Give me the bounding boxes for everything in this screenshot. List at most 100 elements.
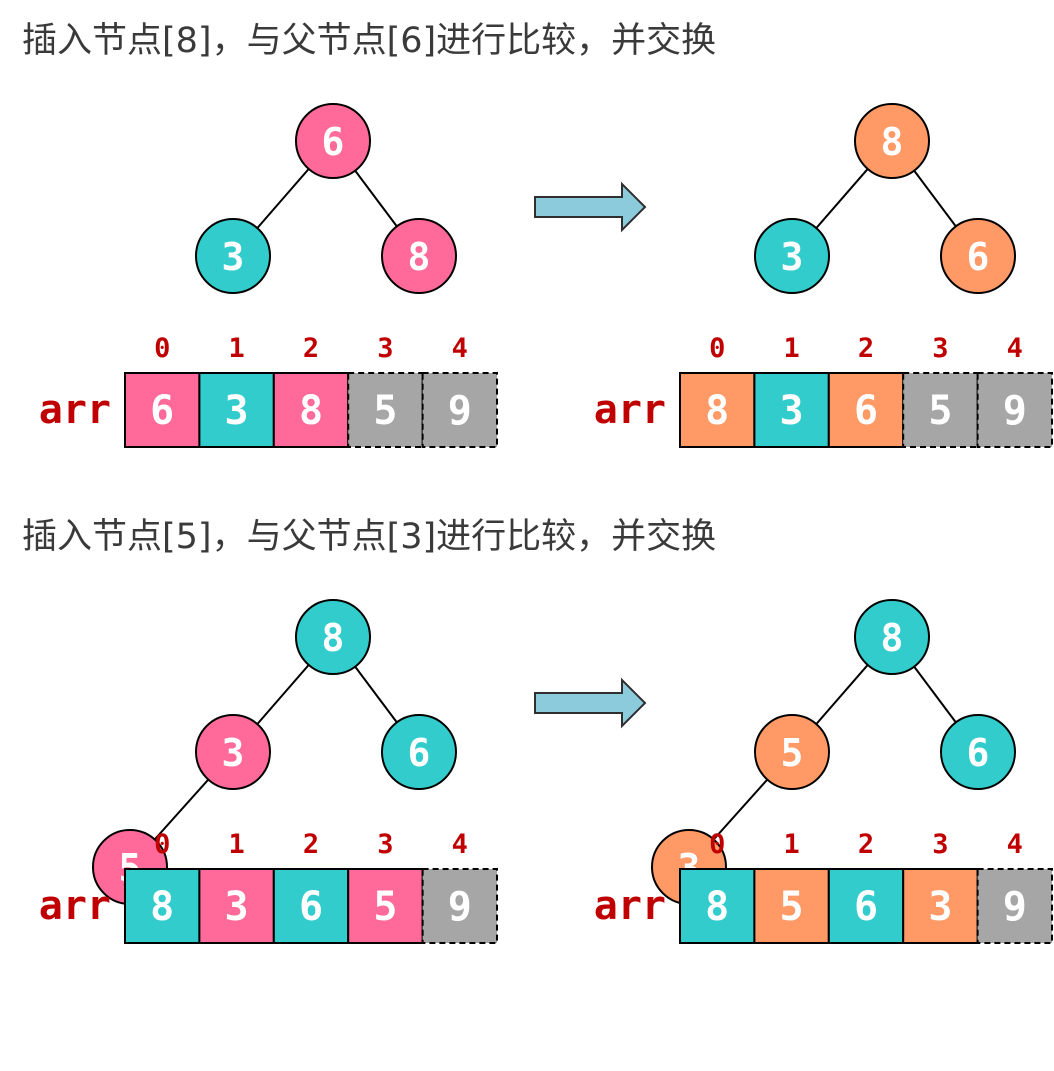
array-cell — [198, 868, 275, 944]
tree-node — [854, 103, 930, 179]
array-cell — [272, 372, 350, 448]
tree-node-value: 3 — [222, 235, 245, 279]
tree-node — [940, 714, 1016, 790]
array-cell-value: 3 — [225, 388, 249, 434]
array-index: 0 — [154, 333, 170, 364]
array-cell — [902, 372, 979, 448]
tree-node — [295, 103, 371, 179]
array-cell-value: 5 — [373, 388, 397, 434]
array-cell-value: 9 — [448, 884, 472, 930]
array-cell — [421, 868, 499, 944]
tree-node-value: 5 — [781, 731, 804, 775]
array-cell — [679, 372, 756, 448]
array-cell — [976, 372, 1053, 448]
array-cell-value: 9 — [1003, 388, 1027, 434]
array-index: 1 — [783, 829, 799, 860]
array-index: 1 — [228, 333, 244, 364]
array-after: arr 0 1 2 3 4 8 3 6 5 9 — [594, 333, 1053, 448]
array-cell-value: 8 — [150, 884, 174, 930]
array-cell — [347, 868, 424, 944]
array-cell-value: 6 — [854, 884, 878, 930]
array-label: arr — [594, 883, 666, 929]
panel-2: 83658563arr0123483659arr0123485639 — [39, 599, 1053, 944]
array-cell-value: 5 — [780, 884, 804, 930]
tree-node — [381, 714, 457, 790]
array-cell — [124, 372, 201, 448]
array-index: 3 — [932, 829, 948, 860]
array-cell-value: 5 — [373, 884, 397, 930]
tree-node — [381, 218, 457, 294]
array-cell — [198, 372, 275, 448]
tree-node-value: 6 — [967, 235, 990, 279]
step-caption-2: 插入节点[5]，与父节点[3]进行比较，并交换 — [22, 517, 717, 557]
array-index: 3 — [932, 333, 948, 364]
array-cell-value: 5 — [928, 388, 952, 434]
array-cell — [827, 372, 905, 448]
tree-node — [754, 218, 830, 294]
array-index: 3 — [377, 333, 393, 364]
transition-arrow — [534, 677, 647, 729]
array-index: 0 — [709, 333, 725, 364]
array-cell-value: 6 — [299, 884, 323, 930]
array-index: 2 — [303, 333, 319, 364]
tree-node-value: 6 — [322, 120, 345, 164]
array-cell-value: 3 — [780, 388, 804, 434]
array-cell-value: 6 — [854, 388, 878, 434]
tree-node-value: 8 — [881, 616, 904, 660]
array-cell-value: 3 — [928, 884, 952, 930]
array-cell — [347, 372, 424, 448]
tree-node-value: 3 — [781, 235, 804, 279]
array-index: 1 — [228, 829, 244, 860]
tree-node-value: 8 — [881, 120, 904, 164]
array-label: arr — [39, 387, 111, 433]
array-index: 4 — [1007, 333, 1023, 364]
array-cell-value: 8 — [299, 388, 323, 434]
tree-node — [754, 714, 830, 790]
tree-node — [195, 218, 271, 294]
array-index: 4 — [452, 333, 468, 364]
array-cell-value: 8 — [705, 884, 729, 930]
tree-after: 8 3 6 — [754, 103, 1016, 294]
tree-node-value: 8 — [322, 616, 345, 660]
tree-node-value: 6 — [408, 731, 431, 775]
array-index: 1 — [783, 333, 799, 364]
array-label: arr — [594, 387, 666, 433]
array-cell-value: 9 — [1003, 884, 1027, 930]
array-index: 3 — [377, 829, 393, 860]
array-after: arr 0 1 2 3 4 8 5 6 3 9 — [594, 829, 1053, 944]
array-label: arr — [39, 883, 111, 929]
array-cell — [976, 868, 1053, 944]
array-cell-value: 3 — [225, 884, 249, 930]
tree-node-value: 6 — [967, 731, 990, 775]
array-index: 4 — [452, 829, 468, 860]
step-caption-1: 插入节点[8]，与父节点[6]进行比较，并交换 — [22, 21, 717, 61]
array-cell — [902, 868, 979, 944]
array-index: 2 — [303, 829, 319, 860]
array-index: 0 — [154, 829, 170, 860]
array-before: arr 0 1 2 3 4 6 3 8 5 9 — [39, 333, 499, 448]
tree-node — [854, 599, 930, 675]
array-before: arr 0 1 2 3 4 8 3 6 5 9 — [39, 829, 499, 944]
tree-node — [195, 714, 271, 790]
array-index: 2 — [858, 829, 874, 860]
array-cell — [421, 372, 499, 448]
array-cell — [679, 868, 756, 944]
tree-node — [295, 599, 371, 675]
tree-node — [940, 218, 1016, 294]
transition-arrow — [534, 181, 647, 233]
array-cell-value: 6 — [150, 388, 174, 434]
array-index: 2 — [858, 333, 874, 364]
array-cell-value: 8 — [705, 388, 729, 434]
tree-node-value: 3 — [222, 731, 245, 775]
array-cell-value: 9 — [448, 388, 472, 434]
array-cell — [272, 868, 350, 944]
array-index: 4 — [1007, 829, 1023, 860]
array-cell — [124, 868, 201, 944]
array-index: 0 — [709, 829, 725, 860]
tree-after: 8 5 6 3 — [651, 599, 1016, 905]
